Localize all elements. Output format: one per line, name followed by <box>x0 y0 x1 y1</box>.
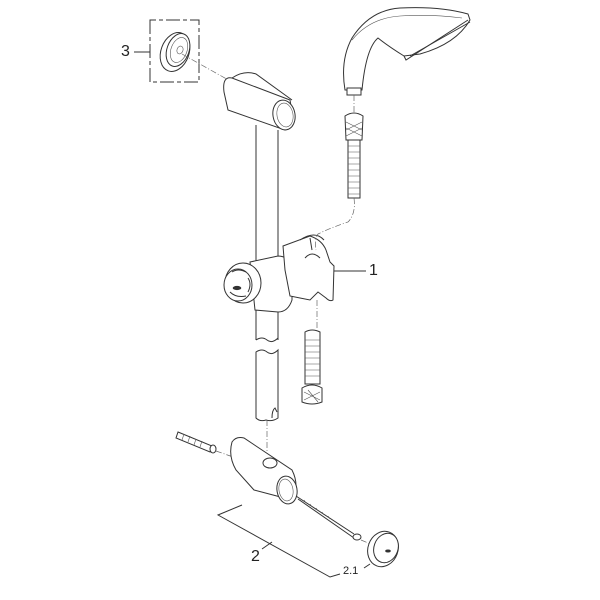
part-2-1-cover-cap <box>363 530 399 569</box>
part-2-1-label: 2.1 <box>343 565 359 577</box>
part-3-rosette <box>134 19 233 83</box>
hand-shower <box>343 7 471 112</box>
part-1-label: 1 <box>369 262 378 279</box>
part-2-label: 2 <box>251 548 260 565</box>
upper-rail-bracket <box>223 72 296 131</box>
part-2-wall-bracket <box>175 431 376 578</box>
part-1-slider-holder <box>223 234 366 330</box>
part-3-label: 3 <box>121 43 130 60</box>
shower-hose <box>301 112 364 405</box>
